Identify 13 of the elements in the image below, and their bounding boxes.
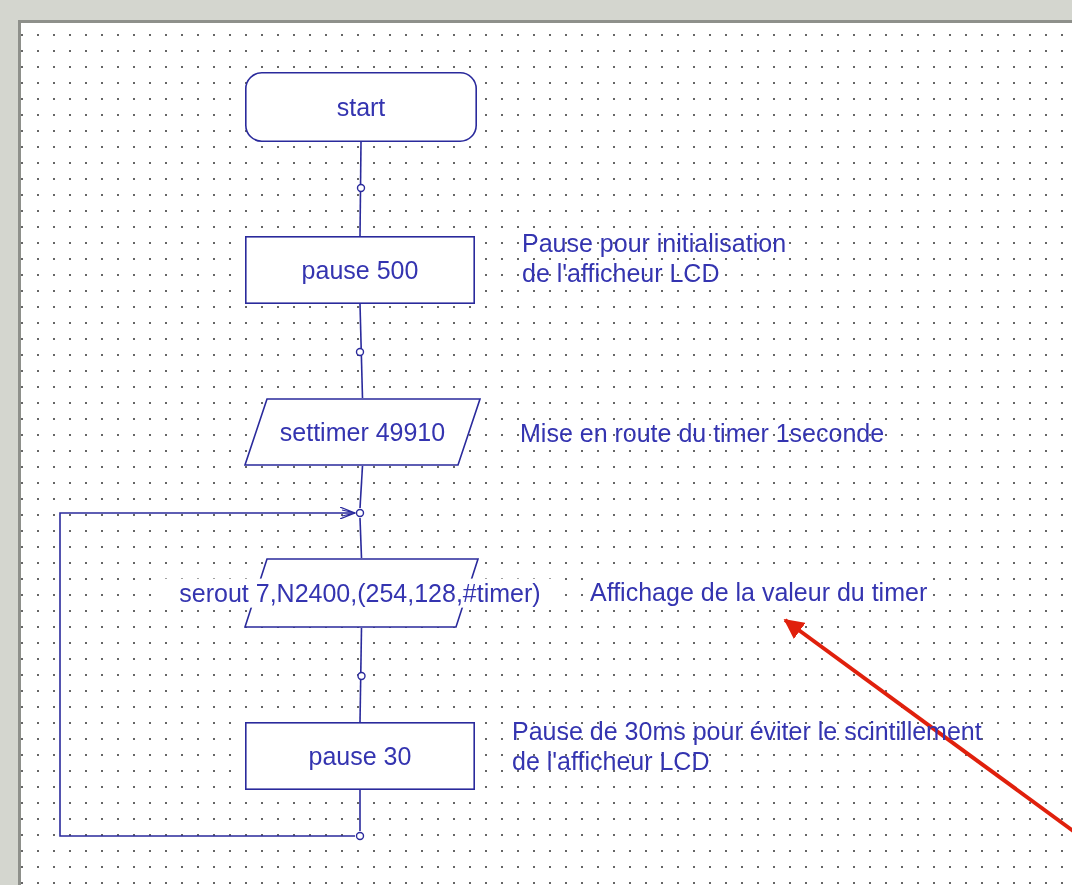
flow-line (359, 789, 361, 832)
step-text: pause 30 (307, 741, 413, 771)
flow-line (359, 517, 363, 559)
step-text: start (335, 92, 387, 122)
comment-text: Pause pour initialisation de l'afficheur LCD (522, 228, 788, 288)
flow-line (359, 627, 363, 723)
step-text: settimer 49910 (278, 417, 447, 447)
flow-line (359, 303, 364, 399)
flow-line (359, 465, 364, 509)
step-text: pause 500 (300, 255, 420, 285)
comment-text: Mise en route du timer 1seconde (520, 418, 885, 448)
flow-line (359, 141, 362, 237)
comment-text: Affichage de la valeur du timer (590, 578, 928, 607)
